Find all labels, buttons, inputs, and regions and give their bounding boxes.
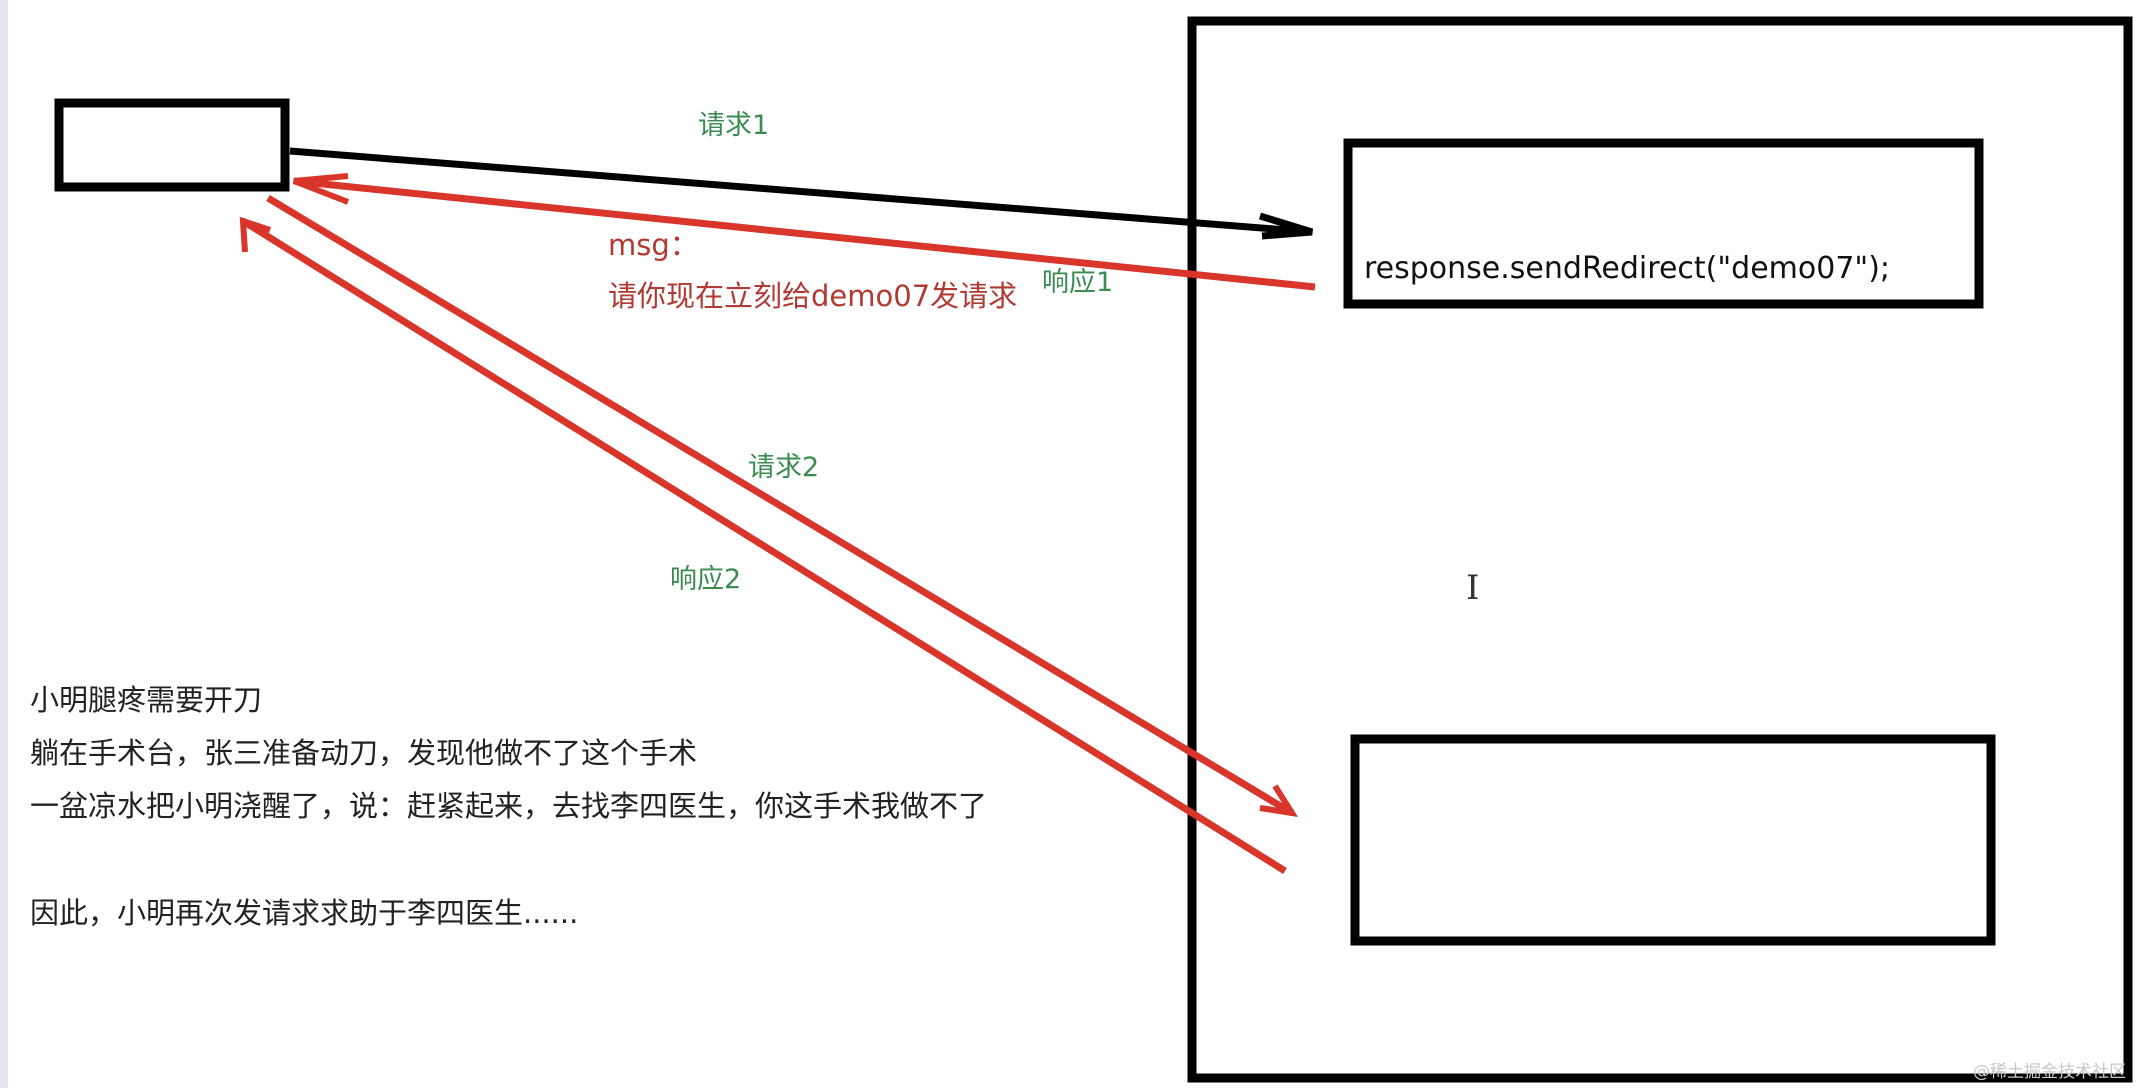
demo06-servlet-box [1343, 138, 1984, 309]
story-line: 躺在手术台，张三准备动刀，发现他做不了这个手术 [30, 736, 698, 770]
watermark: @稀土掘金技术社区 [1973, 1062, 2126, 1082]
response1-label: 响应1 [1042, 267, 1114, 298]
left-edge [0, 0, 8, 1088]
story-line: 因此，小明再次发请求求助于李四医生...... [30, 896, 579, 930]
request1-label: 请求1 [698, 110, 770, 141]
text-cursor-icon: I [1466, 568, 1480, 608]
response1-arrow [292, 173, 1316, 291]
request2-label: 请求2 [748, 452, 820, 483]
msg-title: msg： [608, 228, 699, 262]
story-line: 一盆凉水把小明浇醒了，说：赶紧起来，去找李四医生，你这手术我做不了 [30, 789, 988, 823]
client-box [54, 98, 290, 192]
response2-label: 响应2 [670, 564, 742, 595]
request2-arrow [266, 194, 1299, 817]
msg-body: 请你现在立刻给demo07发请求 [608, 279, 1018, 313]
response2-arrow [239, 216, 1287, 874]
redirect-code: response.sendRedirect("demo07"); [1364, 251, 1891, 286]
story-line: 小明腿疼需要开刀 [30, 683, 263, 717]
server-box [1187, 16, 2133, 1083]
demo07-servlet-box [1350, 734, 1996, 946]
request1-arrow [289, 147, 1314, 240]
